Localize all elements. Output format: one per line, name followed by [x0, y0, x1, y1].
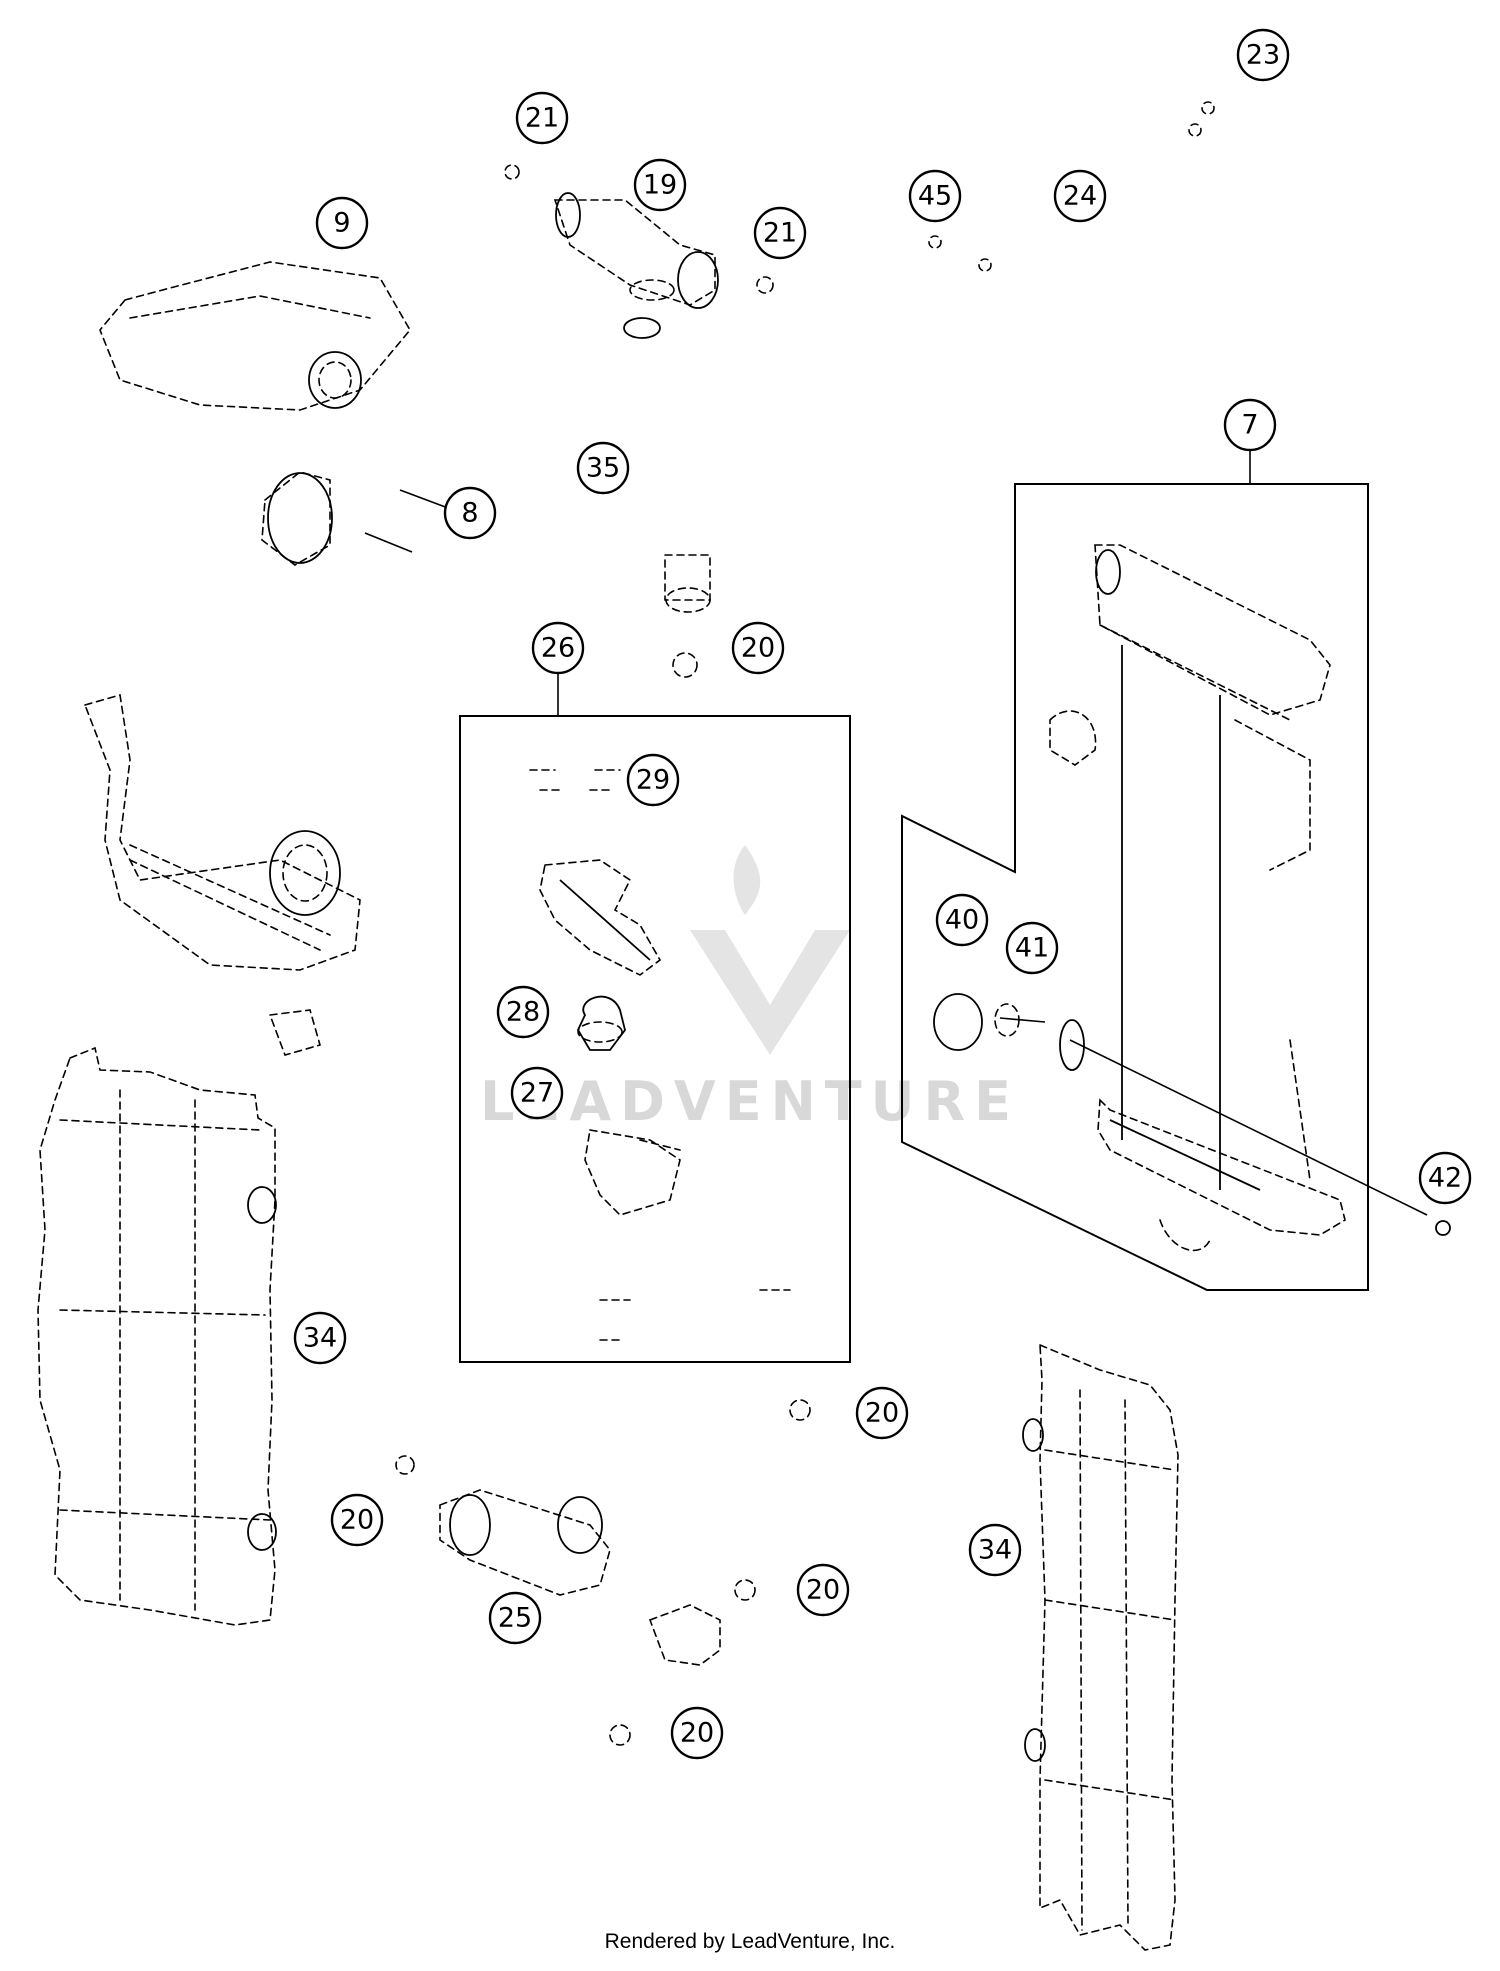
callout-27: 27 — [510, 1066, 564, 1120]
callout-7: 7 — [1223, 398, 1277, 452]
shroud-right — [1022, 1343, 1179, 1951]
callout-40-text: 40 — [945, 905, 979, 936]
callout-34-left: 34 — [293, 1311, 347, 1365]
callout-21-top-text: 21 — [525, 103, 559, 134]
callout-29-text: 29 — [636, 765, 670, 796]
callout-35: 35 — [576, 441, 630, 495]
callout-8-text: 8 — [461, 498, 478, 529]
callout-20-b: 20 — [855, 1386, 909, 1440]
callout-23-text: 23 — [1246, 40, 1280, 71]
watermark-logo-icon — [690, 845, 850, 1055]
callout-20-d: 20 — [796, 1563, 850, 1617]
callout-20-c-text: 20 — [340, 1505, 374, 1536]
callout-20-d-text: 20 — [806, 1575, 840, 1606]
callout-28-text: 28 — [506, 997, 540, 1028]
callout-25: 25 — [488, 1591, 542, 1645]
callout-20-a: 20 — [731, 621, 785, 675]
hose-25 — [439, 1489, 611, 1596]
left-radiator — [83, 693, 361, 1056]
callout-28: 28 — [496, 985, 550, 1039]
right-radiator — [933, 544, 1451, 1252]
kit-box-26 — [459, 715, 851, 1363]
callout-45-text: 45 — [918, 181, 952, 212]
hose-19 — [553, 192, 719, 339]
shroud-left — [37, 1046, 277, 1626]
callout-29: 29 — [626, 753, 680, 807]
callout-9-text: 9 — [333, 208, 350, 239]
callout-24-text: 24 — [1063, 181, 1097, 212]
callout-21-top: 21 — [515, 91, 569, 145]
callout-25-text: 25 — [498, 1603, 532, 1634]
callout-24: 24 — [1053, 169, 1107, 223]
callout-34-left-text: 34 — [303, 1323, 337, 1354]
callout-9: 9 — [315, 196, 369, 250]
callout-41: 41 — [1005, 921, 1059, 975]
callout-21-right-text: 21 — [763, 218, 797, 249]
callout-19-text: 19 — [643, 170, 677, 201]
callout-21-right: 21 — [753, 206, 807, 260]
callout-42: 42 — [1418, 1151, 1472, 1205]
callout-34-right: 34 — [968, 1523, 1022, 1577]
callout-35-text: 35 — [586, 453, 620, 484]
radiator-box-7 — [901, 483, 1369, 1291]
watermark: LEADVENTURE — [480, 845, 1020, 1133]
callout-26: 26 — [531, 621, 585, 675]
small-clamps — [504, 101, 1215, 294]
callout-40: 40 — [935, 893, 989, 947]
hose-35 — [664, 554, 711, 678]
callout-labels: 23 21 19 21 45 24 9 7 35 8 26 20 29 40 4… — [293, 28, 1472, 1760]
watermark-text: LEADVENTURE — [480, 1070, 1020, 1133]
hose-lower — [395, 1399, 811, 1746]
callout-20-e: 20 — [670, 1706, 724, 1760]
callout-8: 8 — [443, 486, 497, 540]
kit-contents — [529, 769, 791, 1341]
callout-20-a-text: 20 — [741, 633, 775, 664]
callout-45: 45 — [908, 169, 962, 223]
footer-credit: Rendered by LeadVenture, Inc. — [604, 1930, 896, 1953]
part-outlines — [37, 101, 1451, 1951]
upper-tank — [99, 261, 411, 411]
hose-8 — [261, 471, 333, 566]
callout-27-text: 27 — [520, 1078, 554, 1109]
callout-23: 23 — [1236, 28, 1290, 82]
callout-42-text: 42 — [1428, 1163, 1462, 1194]
callout-20-b-text: 20 — [865, 1398, 899, 1429]
callout-26-text: 26 — [541, 633, 575, 664]
callout-41-text: 41 — [1015, 933, 1049, 964]
callout-19: 19 — [633, 158, 687, 212]
callout-20-e-text: 20 — [680, 1718, 714, 1749]
callout-7-text: 7 — [1241, 410, 1258, 441]
callout-34-right-text: 34 — [978, 1535, 1012, 1566]
callout-20-c: 20 — [330, 1493, 384, 1547]
leader-lines — [364, 445, 1428, 1216]
